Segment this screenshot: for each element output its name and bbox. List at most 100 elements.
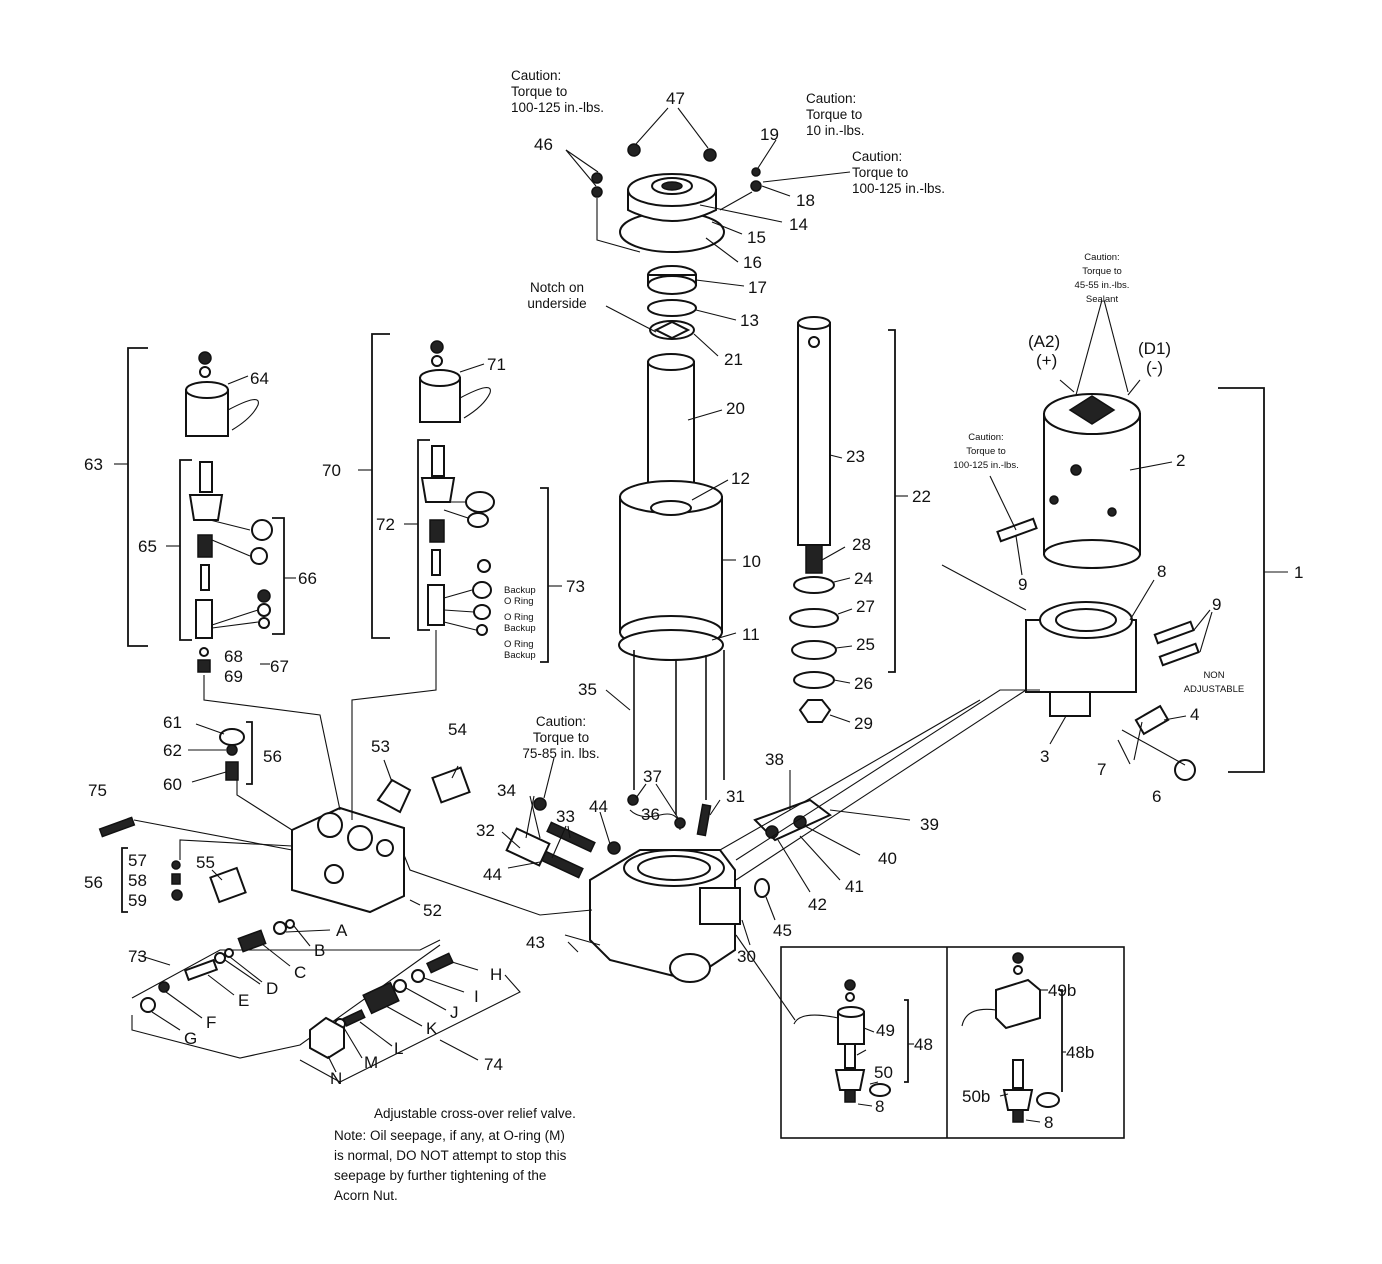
backup-oring-1-line-1: Backup bbox=[504, 585, 536, 596]
motor-assembly bbox=[941, 387, 1288, 781]
label-46: 46 bbox=[534, 135, 553, 154]
part-52-port-3 bbox=[376, 839, 394, 857]
part-50b-hex bbox=[1002, 1089, 1034, 1111]
leader-18-cap bbox=[719, 191, 753, 211]
label-26: 26 bbox=[854, 674, 873, 693]
label-C: C bbox=[294, 963, 306, 982]
label-53: 53 bbox=[371, 737, 390, 756]
part-26-washer bbox=[793, 671, 835, 689]
part-37-oring-1 bbox=[627, 794, 639, 806]
terminal-a2: (A2) bbox=[1028, 332, 1060, 351]
label-27: 27 bbox=[856, 597, 875, 616]
part-64-top bbox=[185, 381, 229, 399]
label-67: 67 bbox=[270, 657, 289, 676]
label-32: 32 bbox=[476, 821, 495, 840]
part-23-top bbox=[797, 316, 831, 330]
caption-18-line-3: 100-125 in.-lbs. bbox=[852, 181, 945, 196]
link-manifold-motor bbox=[735, 689, 1027, 881]
part-46-washer-2 bbox=[591, 186, 603, 198]
caption-19-line-3: 10 in.-lbs. bbox=[806, 123, 865, 138]
bracket-66 bbox=[272, 517, 285, 635]
link-block-manifold bbox=[403, 854, 593, 916]
part-30-side-block bbox=[699, 887, 741, 925]
part-72-stem bbox=[431, 445, 445, 477]
part-52-port-2 bbox=[347, 825, 373, 851]
part-66-oring-4 bbox=[257, 603, 271, 617]
part-60-spring bbox=[225, 761, 239, 781]
note-line-4: seepage by further tightening of the bbox=[334, 1168, 546, 1183]
part-73-oring-2 bbox=[473, 604, 491, 620]
part-72-spring bbox=[429, 519, 445, 543]
oring-backup-2-line-1: O Ring bbox=[504, 612, 534, 623]
terminal-labels: (A2) (+) (D1) (-) NON ADJUSTABLE Backup … bbox=[504, 332, 1244, 695]
label-65: 65 bbox=[138, 537, 157, 556]
label-61: 61 bbox=[163, 713, 182, 732]
part-72-oring-2 bbox=[467, 512, 489, 528]
part-57 bbox=[171, 860, 181, 870]
part-49b-nut bbox=[1012, 952, 1024, 964]
note-line-5: Acorn Nut. bbox=[334, 1188, 398, 1203]
label-33: 33 bbox=[556, 807, 575, 826]
bracket-72 bbox=[417, 439, 430, 631]
part-73-oring-3 bbox=[476, 624, 488, 636]
valve-block bbox=[98, 721, 593, 916]
bracket-1 bbox=[1218, 387, 1265, 773]
part-49b-wire bbox=[961, 1008, 997, 1027]
label-22: 22 bbox=[912, 487, 931, 506]
label-41: 41 bbox=[845, 877, 864, 896]
part-I bbox=[411, 969, 425, 983]
part-43-screw bbox=[564, 934, 601, 946]
part-20-tube bbox=[647, 361, 695, 495]
part-52-port-4 bbox=[324, 864, 344, 884]
label-74: 74 bbox=[484, 1055, 503, 1074]
label-16: 16 bbox=[743, 253, 762, 272]
bracket-73 bbox=[540, 487, 549, 663]
label-73a: 73 bbox=[566, 577, 585, 596]
label-23: 23 bbox=[846, 447, 865, 466]
caption-2-line-2: Torque to bbox=[1082, 266, 1122, 277]
part-46-washer-1 bbox=[591, 172, 603, 184]
part-66-oring-1 bbox=[251, 519, 273, 541]
leader-60 bbox=[236, 780, 293, 831]
part-65-plunger bbox=[200, 564, 210, 591]
part-49-wire bbox=[793, 1014, 839, 1025]
note-line-3: is normal, DO NOT attempt to stop this bbox=[334, 1148, 567, 1163]
part-9-bolt-right-1 bbox=[1153, 620, 1195, 645]
part-14-bore bbox=[661, 181, 683, 191]
part-58 bbox=[171, 873, 181, 885]
frame-73-low bbox=[131, 944, 441, 1059]
part-A bbox=[273, 921, 287, 935]
label-49b: 49b bbox=[1048, 981, 1076, 1000]
part-50-oring bbox=[869, 1083, 891, 1097]
caption-18-line-2: Torque to bbox=[852, 165, 908, 180]
label-29: 29 bbox=[854, 714, 873, 733]
part-2-terminal-1 bbox=[1070, 464, 1082, 476]
label-1: 1 bbox=[1294, 563, 1303, 582]
part-23-pinhole bbox=[808, 336, 820, 348]
part-H bbox=[426, 952, 454, 974]
solenoid-box-frame bbox=[780, 946, 1125, 1139]
bracket-70 bbox=[371, 333, 390, 639]
label-12: 12 bbox=[731, 469, 750, 488]
part-25-piston bbox=[791, 640, 837, 660]
oring-backup-3-line-1: O Ring bbox=[504, 639, 534, 650]
part-G bbox=[140, 997, 156, 1013]
part-71-washer bbox=[431, 355, 443, 367]
part-73-backup-1 bbox=[472, 581, 492, 599]
label-75: 75 bbox=[88, 781, 107, 800]
part-J bbox=[393, 979, 407, 993]
label-2: 2 bbox=[1176, 451, 1185, 470]
label-45: 45 bbox=[773, 921, 792, 940]
label-69: 69 bbox=[224, 667, 243, 686]
part-23-ram bbox=[797, 322, 831, 546]
part-49-nut bbox=[844, 979, 856, 991]
caution-captions: Caution: Torque to 100-125 in.-lbs. Caut… bbox=[511, 68, 1129, 761]
part-47-nut-right bbox=[703, 148, 717, 162]
label-39: 39 bbox=[920, 815, 939, 834]
part-4-valve bbox=[1134, 704, 1170, 736]
caption-2-line-4: Sealant bbox=[1086, 294, 1119, 305]
part-9-bolt-left bbox=[996, 517, 1038, 543]
bracket-56-top bbox=[246, 721, 253, 785]
part-B bbox=[285, 919, 295, 929]
part-E bbox=[183, 958, 219, 982]
